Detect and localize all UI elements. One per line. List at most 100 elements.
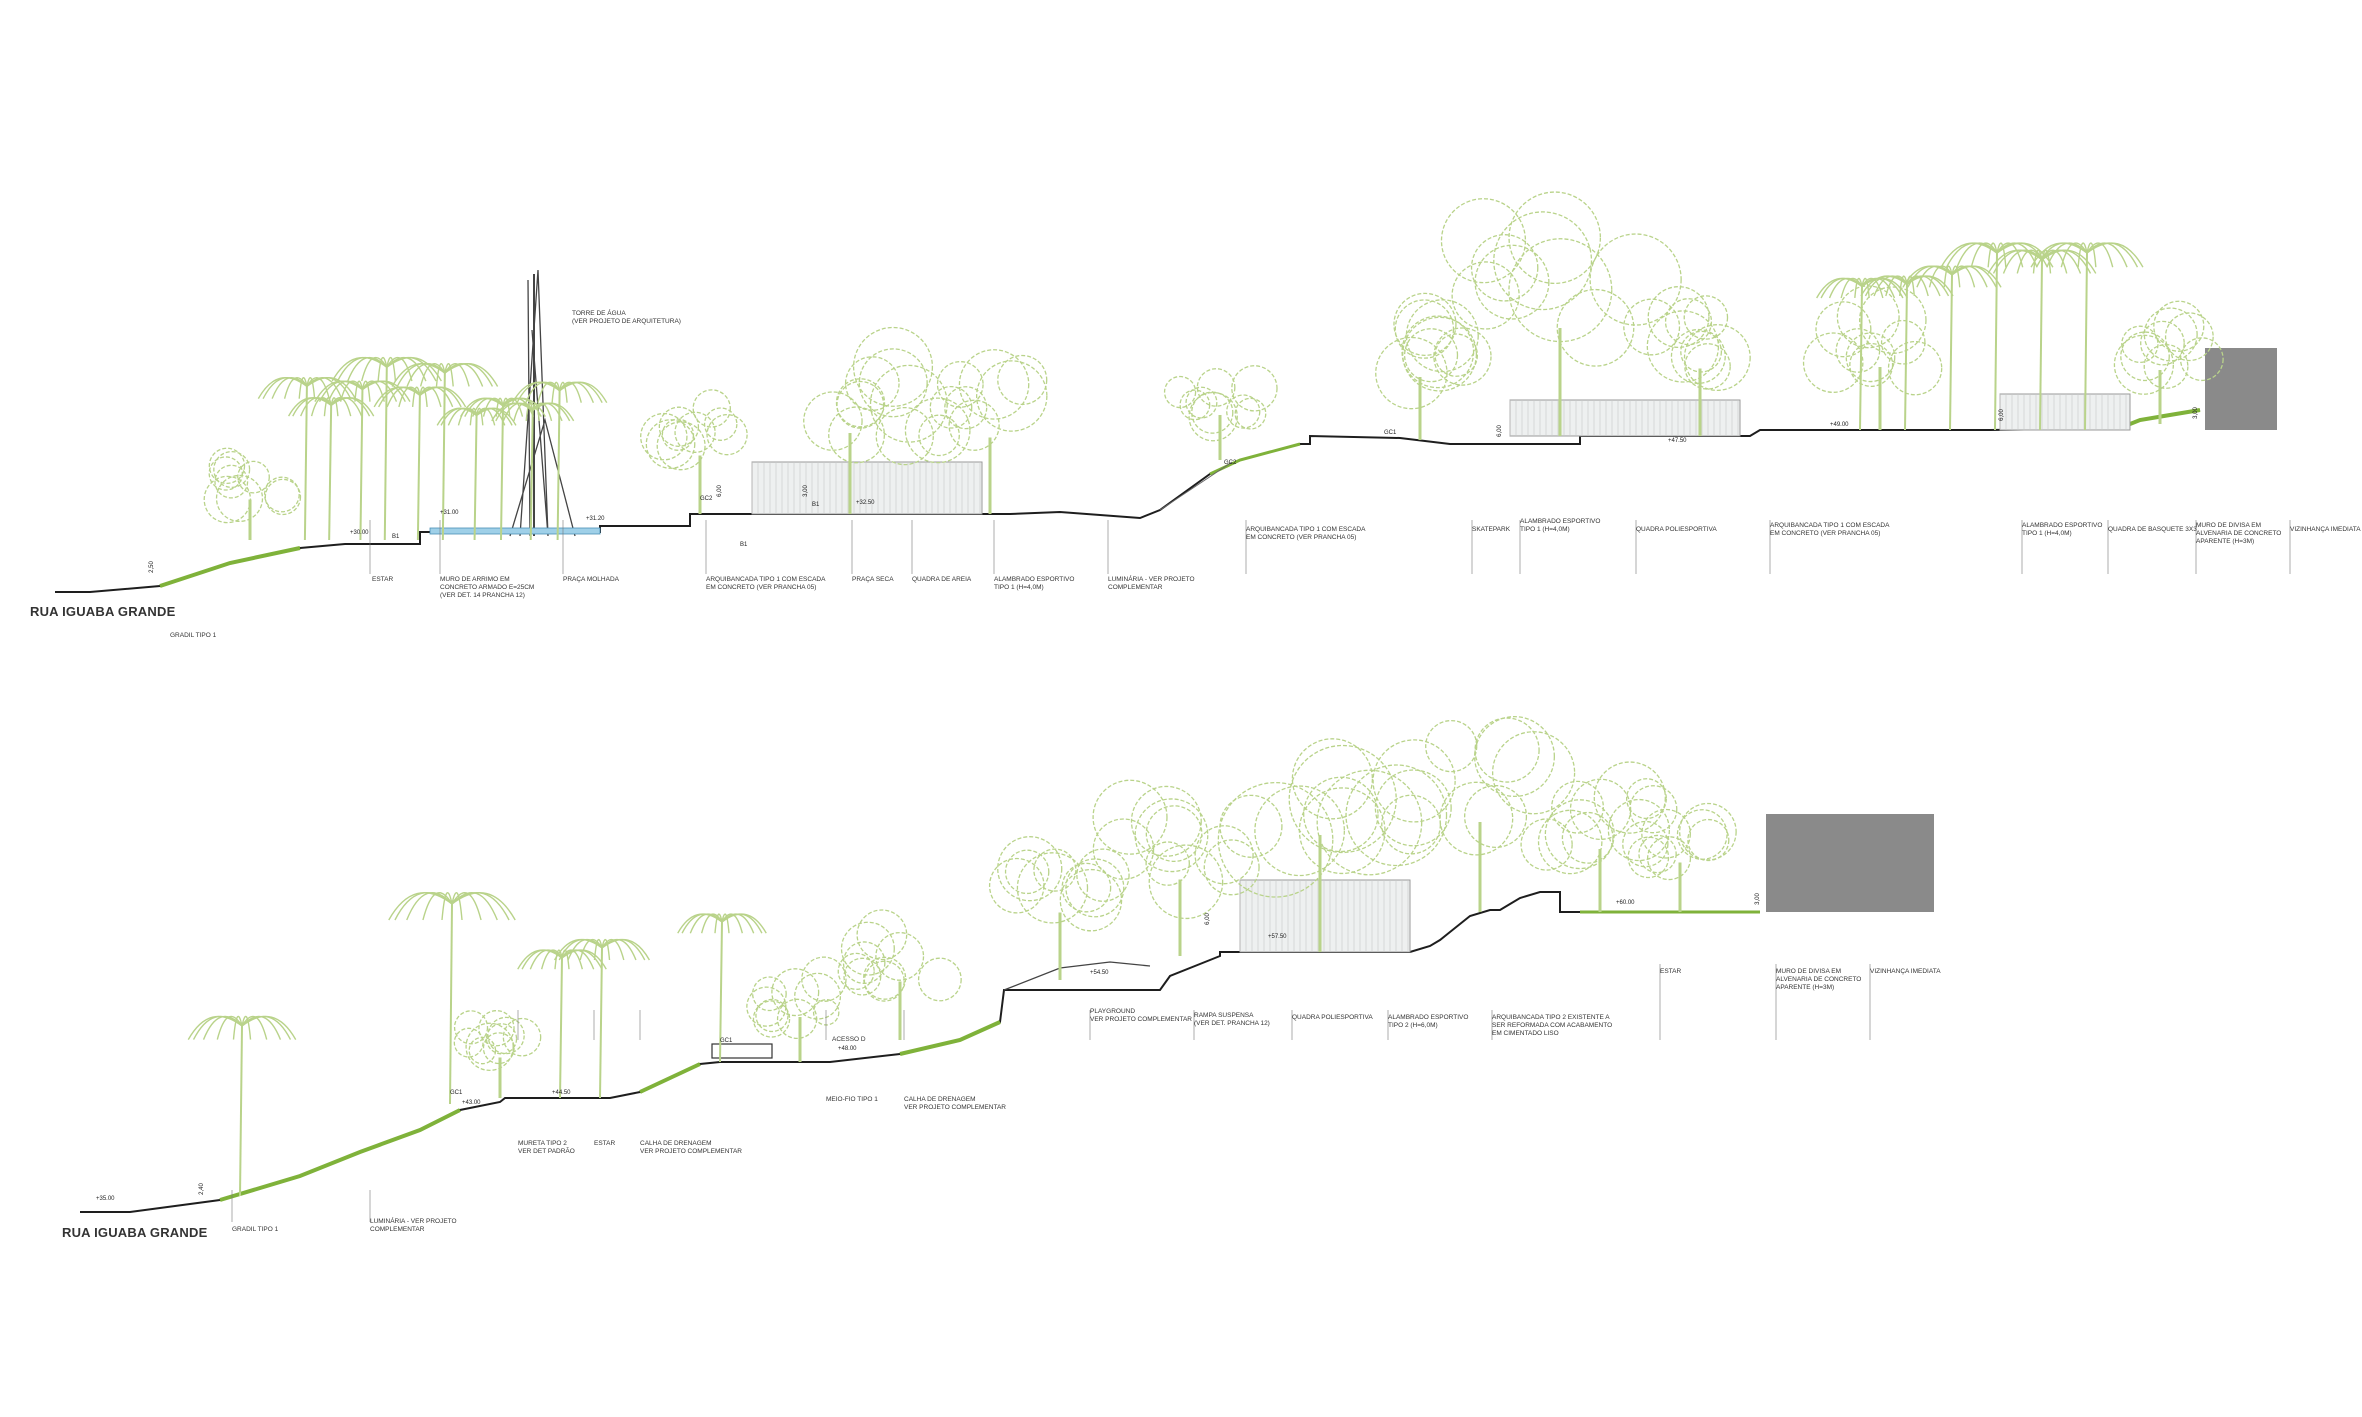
annot-bottom-alambrado: ALAMBRADO ESPORTIVO TIPO 2 (H=6,0M) [1388,1014,1469,1029]
tree-bottom-6-canopy [1372,739,1456,823]
tree-top-2-canopy [875,406,934,466]
palm-top-trunk [499,405,504,541]
tree-top-0-canopy [263,476,300,513]
tree-top-3-canopy [948,399,1000,451]
tree-top-4-canopy [1226,394,1261,429]
annot-top-gradil: GRADIL TIPO 1 [170,632,217,639]
annot-top-skatepark: SKATEPARK [1472,526,1511,533]
tree-bottom-3-canopy [1059,868,1123,932]
annot-bottom-calha-2: CALHA DE DRENAGEM VER PROJETO COMPLEMENT… [904,1096,1006,1111]
tree-top-0-canopy [203,475,252,524]
palm-top-frond [559,381,582,403]
palm-top-frond [386,356,413,382]
palm-top-frond [419,386,428,407]
annot-bottom-quadra-poli: QUADRA POLIESPORTIVA [1292,1014,1373,1021]
tree-bottom-5-canopy [1316,769,1423,876]
ground-line-top [55,409,2201,593]
code-top-5: GC2 [1224,460,1237,466]
palm-bottom-3-frond [601,938,611,961]
tree-top-2-canopy [858,348,928,418]
tree-top-0-canopy [208,456,243,491]
palm-top-frond [525,381,561,403]
annot-top-luminaria: LUMINÁRIA - VER PROJETO COMPLEMENTAR [1108,576,1195,591]
level-top-1: +30.00 [350,530,369,536]
palm-top-right-frond [1951,265,1976,288]
tree-top-1-canopy [674,411,716,453]
palm-bottom-0-frond [202,1015,243,1040]
palm-top-frond [361,380,371,402]
level-top-3: +31.20 [586,516,605,522]
tree-bottom-8-canopy [1676,809,1728,860]
palm-top-frond [444,363,499,387]
palm-top-frond [327,380,363,402]
code-top-1: B1 [392,534,400,540]
tree-top-3-canopy [944,386,988,430]
tree-bottom-2-canopy [875,931,925,981]
tree-top-5-canopy [1402,316,1478,392]
palm-top-frond [361,380,385,402]
palm-top-frond [323,397,332,417]
tree-top-7-canopy [1684,343,1731,390]
dim-top-1: 2,50 [148,561,155,573]
tree-top-9-canopy [2143,343,2189,389]
tree-top-7-canopy [1683,324,1751,392]
tree-top-3-canopy [975,360,1048,432]
tree-bottom-2-canopy [856,909,908,961]
palm-top-frond [435,363,446,387]
palm-top-right-frond [1987,242,1998,268]
tree-bottom-7-canopy [1629,785,1678,834]
palm-top-right-frond [1943,265,1953,288]
dim-bottom-1: 2,40 [198,1183,205,1195]
tree-bottom-4-canopy [1203,839,1260,896]
annot-bottom-meio-fio: MEIO-FIO TIPO 1 [826,1096,878,1103]
palm-top-frond [532,402,575,422]
tree-top-5-canopy [1393,292,1457,356]
tree-top-1-canopy [640,412,688,461]
grass-slope-top-1 [159,546,301,588]
annot-top-alambrado-2: ALAMBRADO ESPORTIVO TIPO 1 (H=4,0M) [1520,518,1601,533]
tree-top-1-canopy [658,406,700,447]
tree-bottom-8-canopy [1638,834,1677,874]
tree-bottom-4-canopy [1130,785,1202,857]
tree-top-4-canopy [1231,365,1278,412]
palm-top-frond [471,397,504,417]
code-top-6: GC1 [1384,430,1397,436]
palm-top-frond [551,381,561,403]
palm-top-right-frond [1873,275,1908,297]
tree-top-0-canopy [237,460,270,494]
tree-bottom-1-canopy [771,968,820,1017]
palm-bottom-0-frond [192,1015,243,1040]
tree-bottom-0-canopy [482,1032,515,1065]
annot-bottom-rampa: RAMPA SUSPENSA (VER DET. PRANCHA 12) [1194,1012,1270,1027]
tree-bottom-5-canopy [1345,764,1448,867]
palm-top-frond [283,377,308,399]
palm-top-frond [262,377,308,399]
tree-bottom-1-canopy [801,956,847,1002]
palm-bottom-4-frond [689,913,723,934]
palm-bottom-2-frond [529,949,563,970]
palm-top-frond [300,397,332,417]
annot-top-arquibancada-2: ARQUIBANCADA TIPO 1 COM ESCADA EM CONCRE… [1246,526,1366,541]
tree-top-2-canopy [828,406,886,464]
tree-bottom-2-canopy [863,960,905,1002]
tree-top-9-canopy [2140,320,2185,366]
palm-top-trunk [529,410,534,541]
annot-bottom-arquibancada: ARQUIBANCADA TIPO 2 EXISTENTE A SER REFO… [1492,1014,1613,1037]
code-top-3: GC2 [700,496,713,502]
tree-top-3-canopy [936,361,984,408]
palm-top-right-frond [1945,242,1998,268]
tree-bottom-3-canopy [1076,848,1130,902]
palm-bottom-0-frond [232,1015,243,1040]
tree-top-0-canopy [213,450,251,488]
palm-bottom-3-frond [567,938,603,961]
tree-bottom-0-canopy [478,1010,515,1047]
palm-top-right-frond [2041,249,2097,274]
palm-bottom-3-frond [593,938,603,961]
palm-bottom-2-trunk [559,957,563,1099]
level-top-2: +31.00 [440,510,459,516]
palm-top-trunk [556,390,561,541]
tree-top-5-canopy [1401,315,1475,389]
tree-bottom-7-canopy [1551,780,1604,834]
palm-bottom-4-frond [721,913,767,934]
